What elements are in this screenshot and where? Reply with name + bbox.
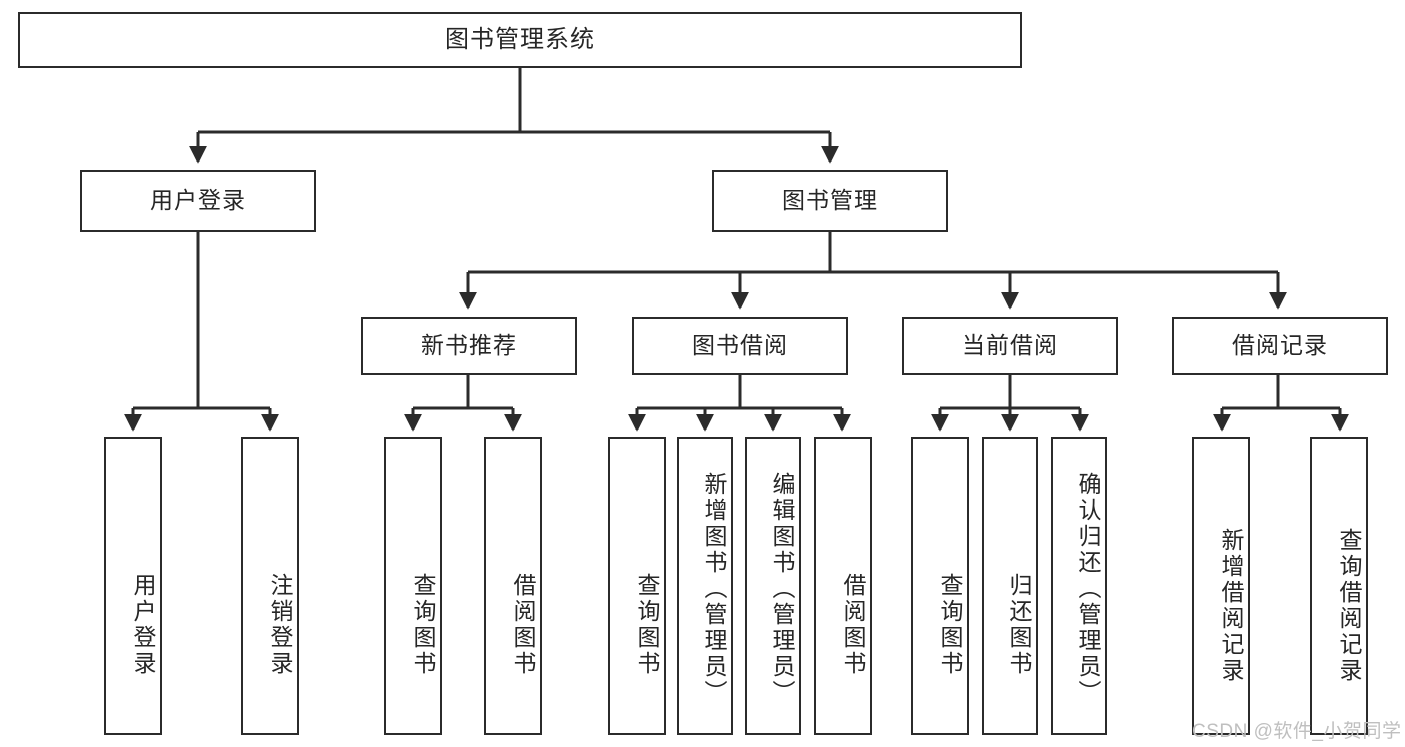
node-book-borrowing[interactable]: 图书借阅 [632, 317, 848, 375]
leaf-user-login-login[interactable]: 用户登录 [104, 437, 162, 735]
leaf-new-book-borrow-books[interactable]: 借阅图书 [484, 437, 542, 735]
leaf-current-borrow-confirm-return-admin[interactable]: 确认归还（管理员） [1051, 437, 1107, 735]
leaf-current-borrow-query-books[interactable]: 查询图书 [911, 437, 969, 735]
node-borrowing-records[interactable]: 借阅记录 [1172, 317, 1388, 375]
leaf-book-borrow-borrow-books[interactable]: 借阅图书 [814, 437, 872, 735]
leaf-new-book-query-books[interactable]: 查询图书 [384, 437, 442, 735]
leaf-borrow-record-add-record[interactable]: 新增借阅记录 [1192, 437, 1250, 735]
node-root-system[interactable]: 图书管理系统 [18, 12, 1022, 68]
node-current-borrowing[interactable]: 当前借阅 [902, 317, 1118, 375]
node-new-book-recommendation[interactable]: 新书推荐 [361, 317, 577, 375]
leaf-borrow-record-query-record[interactable]: 查询借阅记录 [1310, 437, 1368, 735]
leaf-current-borrow-return-books[interactable]: 归还图书 [982, 437, 1038, 735]
node-book-management[interactable]: 图书管理 [712, 170, 948, 232]
leaf-book-borrow-add-book-admin[interactable]: 新增图书（管理员） [677, 437, 733, 735]
csdn-watermark: CSDN @软件_小贺同学 [1192, 721, 1402, 742]
leaf-book-borrow-query-books[interactable]: 查询图书 [608, 437, 666, 735]
node-user-login[interactable]: 用户登录 [80, 170, 316, 232]
leaf-book-borrow-edit-book-admin[interactable]: 编辑图书（管理员） [745, 437, 801, 735]
leaf-user-login-logout[interactable]: 注销登录 [241, 437, 299, 735]
